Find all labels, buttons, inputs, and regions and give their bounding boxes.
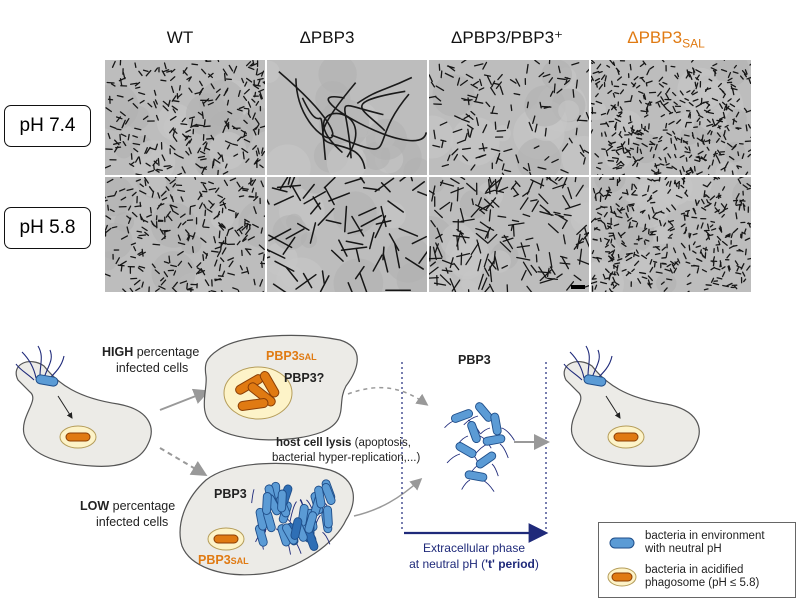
column-header-sal: ΔPBP3SAL [606,28,726,50]
legend-item2-line2: phagosome (pH ≤ 5.8) [645,577,760,589]
column-header-dpbp3: ΔPBP3 [299,28,355,47]
scale-bar [571,285,585,289]
low-infected-cells-label: infected cells [96,515,168,529]
host-cell-entry [15,345,152,467]
column-header-complemented: ΔPBP3/PBP3⁺ [451,28,563,47]
host-cell-low-infection: PBP3 PBP3SAL [179,462,354,576]
host-cell-reentry [563,345,700,467]
column-header-wt: WT [166,28,194,47]
high-infected-cells-label: infected cells [116,361,188,375]
micrograph-wt-ph58 [105,177,265,292]
column-header-sal-main: ΔPBP3 [627,28,683,47]
host-cell-lysis-label: host cell lysis (apoptosis, [276,437,411,449]
acidified-bacterium-icon [607,567,637,587]
legend-item1-line1: bacteria in environment [645,530,765,542]
neutral-bacterium-icon [609,537,635,549]
micrograph-wt-ph74 [105,60,265,175]
pbp3sal-label-bottom: PBP3SAL [198,553,249,567]
extracellular-phase-label: Extracellular phase [423,541,525,555]
high-percentage-label: HIGH percentage [102,345,199,359]
micrograph-dpbp3-ph74 [267,60,427,175]
reentering-bacterium [563,345,613,387]
legend-item1-line2: with neutral pH [645,543,722,555]
pbp3sal-label-top: PBP3SAL [266,349,317,363]
low-percentage-label: LOW percentage [80,499,175,513]
pbp3-label-bottom: PBP3 [214,487,247,501]
row-label-ph74: pH 7.4 [4,105,91,147]
column-header-sal-sub: SAL [682,36,705,51]
micrograph-dpbp3-ph58 [267,177,427,292]
micrograph-sal-ph58 [591,177,751,292]
pbp3-center-label: PBP3 [458,353,491,367]
infection-schematic: HIGH percentage infected cells LOW perce… [15,334,700,576]
hyper-replicating-bacteria [251,479,336,555]
micrograph-complemented-ph74 [429,60,589,175]
micrograph-sal-ph74 [591,60,751,175]
legend-item2-line1: bacteria in acidified [645,564,744,576]
extracellular-bacteria [444,402,515,492]
micrograph-complemented-ph58 [429,177,589,292]
neutral-ph-period-label: at neutral pH ('t' period) [409,557,539,571]
pbp3-question-label: PBP3? [284,371,324,385]
lysis-details-label: bacterial hyper-replication,...) [272,452,420,464]
row-label-ph58: pH 5.8 [4,207,91,249]
entering-bacterium [15,345,65,387]
acidified-bacteria-cluster-top [235,371,280,411]
host-cell-high-infection: PBP3SAL PBP3? [203,334,358,441]
